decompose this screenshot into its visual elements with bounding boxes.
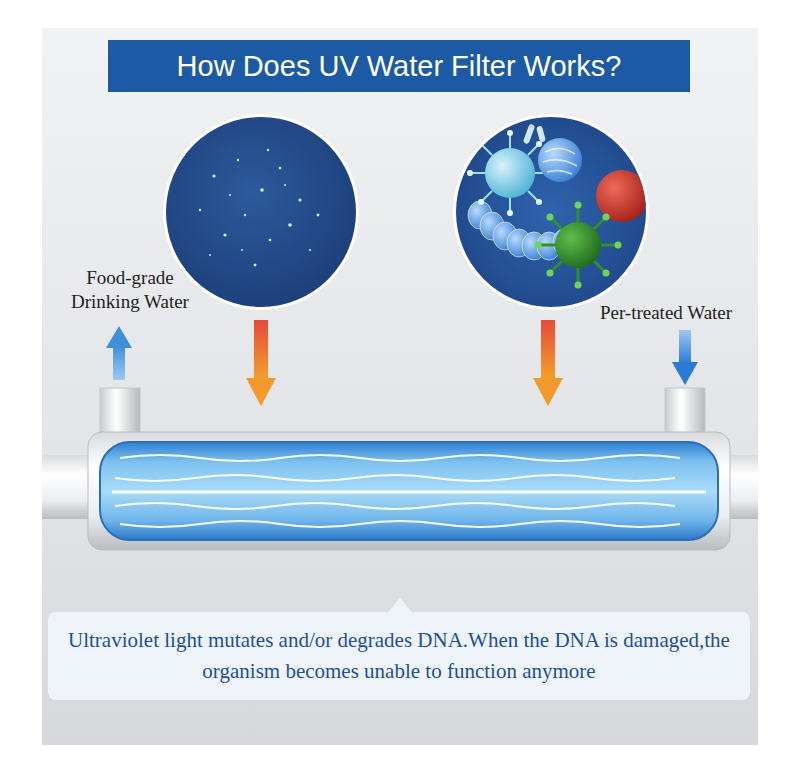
flow-label: Per-treated Water xyxy=(572,301,760,325)
flow-label: Food-grade Drinking Water xyxy=(50,266,210,314)
flow-arrow xyxy=(246,320,563,406)
caption-text: Ultraviolet light mutates and/or degrade… xyxy=(62,625,736,687)
caption-box: Ultraviolet light mutates and/or degrade… xyxy=(48,612,750,700)
title-banner: How Does UV Water Filter Works? xyxy=(108,40,690,92)
